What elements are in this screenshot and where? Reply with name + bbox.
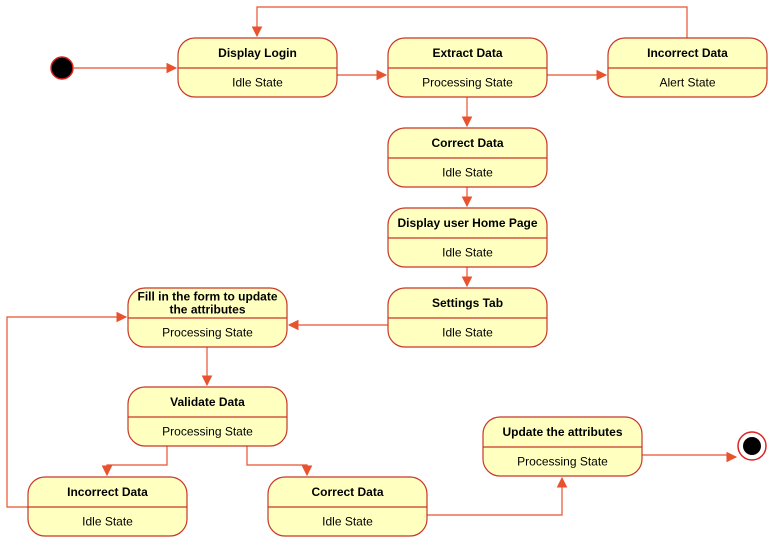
state-title: Correct Data (311, 485, 383, 499)
state-title: Incorrect Data (67, 485, 148, 499)
final-state-core (743, 437, 761, 455)
arrowhead (201, 375, 213, 387)
state-title: the attributes (169, 303, 245, 317)
arrowhead (287, 319, 299, 331)
arrowhead (166, 62, 178, 74)
transition-correct-data-2-to-update-attributes (427, 476, 568, 516)
transition-validate-data-to-correct-data-2 (246, 446, 313, 477)
state-title: Display user Home Page (397, 216, 537, 230)
transition-validate-data-to-incorrect-data-idle (101, 446, 168, 477)
arrowhead (461, 116, 473, 128)
state-subtitle: Processing State (162, 425, 253, 439)
arrowhead (251, 26, 263, 38)
state-title: Settings Tab (432, 296, 503, 310)
transition-settings-tab-to-fill-form (287, 319, 388, 331)
arrowhead (101, 465, 113, 477)
state-subtitle: Idle State (322, 515, 373, 529)
state-title: Incorrect Data (647, 46, 728, 60)
state-title: Validate Data (170, 395, 245, 409)
arrowhead (556, 476, 568, 488)
transition-extract-data-to-correct-data-1 (461, 97, 473, 128)
initial-state (50, 56, 74, 80)
state-subtitle: Idle State (442, 166, 493, 180)
state-subtitle: Idle State (442, 326, 493, 340)
transition-extract-data-to-incorrect-data-alert (547, 69, 608, 81)
state-subtitle: Processing State (422, 76, 513, 90)
arrowhead (116, 311, 128, 323)
transition-initial-to-display-login (74, 62, 178, 74)
transition-fill-form-to-validate-data (201, 347, 213, 387)
arrowhead (596, 69, 608, 81)
transition-display-login-to-extract-data (337, 69, 388, 81)
transition-correct-data-1-to-display-home (461, 187, 473, 208)
transition-incorrect-data-idle-to-fill-form (6, 311, 128, 508)
state-title: Display Login (218, 46, 297, 60)
state-title: Update the attributes (502, 425, 622, 439)
state-subtitle: Idle State (82, 515, 133, 529)
state-subtitle: Idle State (442, 246, 493, 260)
state-subtitle: Processing State (162, 326, 253, 340)
state-title: Fill in the form to update (138, 290, 278, 304)
arrowhead (461, 196, 473, 208)
arrowhead (301, 465, 313, 477)
pseudo-states-layer (50, 56, 767, 461)
state-title: Correct Data (431, 136, 503, 150)
transition-update-attributes-to-final (642, 451, 738, 463)
transition-display-home-to-settings-tab (461, 267, 473, 288)
transition-incorrect-data-alert-to-display-login (251, 6, 688, 38)
arrowhead (461, 276, 473, 288)
state-subtitle: Processing State (517, 455, 608, 469)
arrowhead (726, 451, 738, 463)
state-subtitle: Idle State (232, 76, 283, 90)
state-title: Extract Data (432, 46, 502, 60)
arrowhead (376, 69, 388, 81)
state-subtitle: Alert State (659, 76, 715, 90)
transitions-layer (6, 6, 738, 516)
